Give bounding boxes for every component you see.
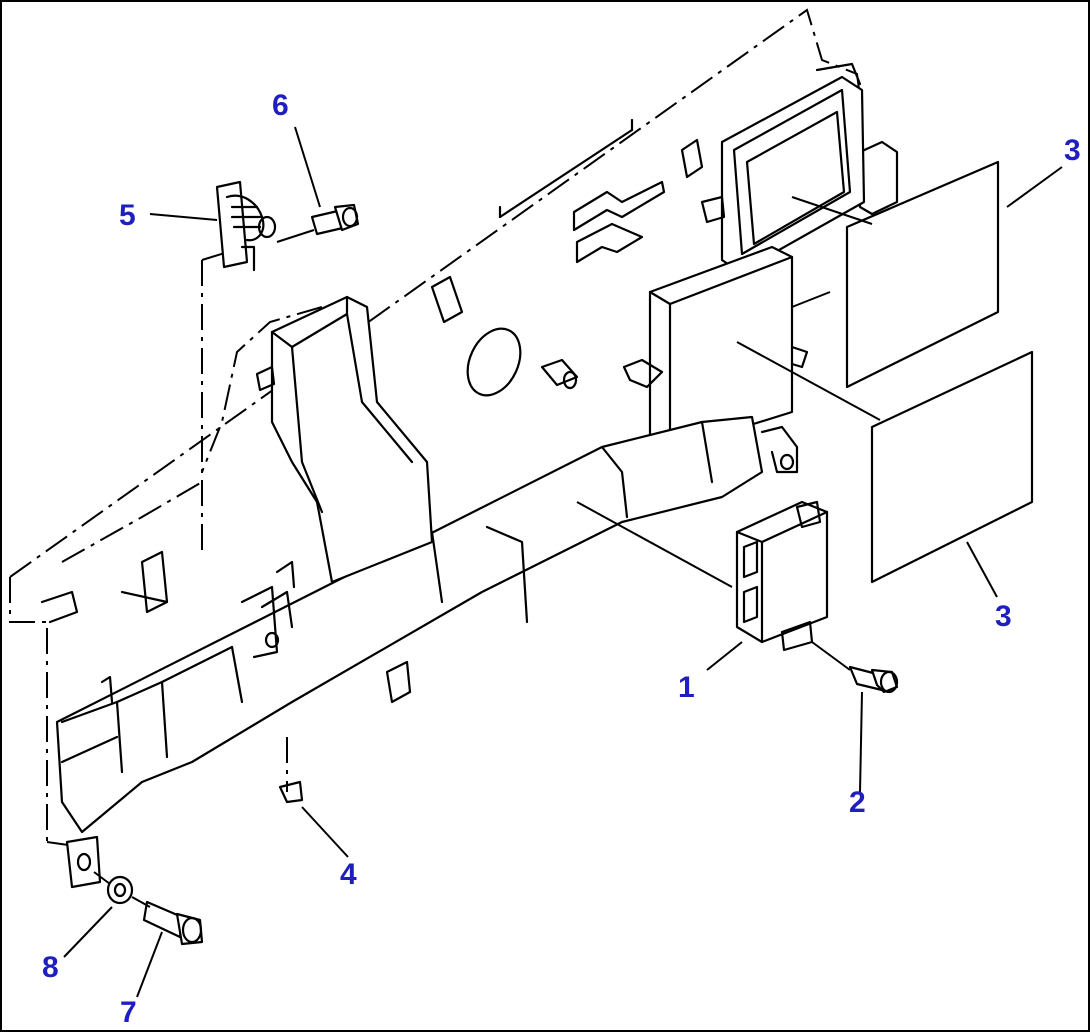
part-2-bolt xyxy=(848,665,899,694)
callout-8: 8 xyxy=(42,951,59,984)
part-5-spring-clip xyxy=(215,180,277,272)
callout-3-lower: 3 xyxy=(995,600,1012,633)
foot-bracket xyxy=(65,835,102,889)
callout-4: 4 xyxy=(340,858,357,891)
part-8-washer xyxy=(106,875,134,905)
part-7-bolt xyxy=(142,900,204,946)
vertical-riser-duct xyxy=(255,295,434,584)
callout-3-upper: 3 xyxy=(1064,134,1081,167)
callout-6: 6 xyxy=(272,89,289,122)
callout-7: 7 xyxy=(120,996,137,1029)
leader-lines xyxy=(63,126,1063,998)
callout-labels: 6 5 3 3 1 2 4 8 7 xyxy=(42,89,1081,1029)
left-brackets xyxy=(40,550,280,659)
panel-slots xyxy=(430,118,899,324)
callout-2: 2 xyxy=(849,786,866,819)
part-4-clip xyxy=(278,780,304,804)
upper-controller-box xyxy=(700,62,866,274)
callout-1: 1 xyxy=(678,671,695,704)
air-duct-body xyxy=(55,415,799,834)
callout-5: 5 xyxy=(119,199,136,232)
part-1-controller-unit xyxy=(735,500,829,652)
part-3-upper-sheet xyxy=(845,160,1000,389)
part-3-lower-sheet xyxy=(870,350,1034,584)
part-6-bolt xyxy=(310,203,360,236)
